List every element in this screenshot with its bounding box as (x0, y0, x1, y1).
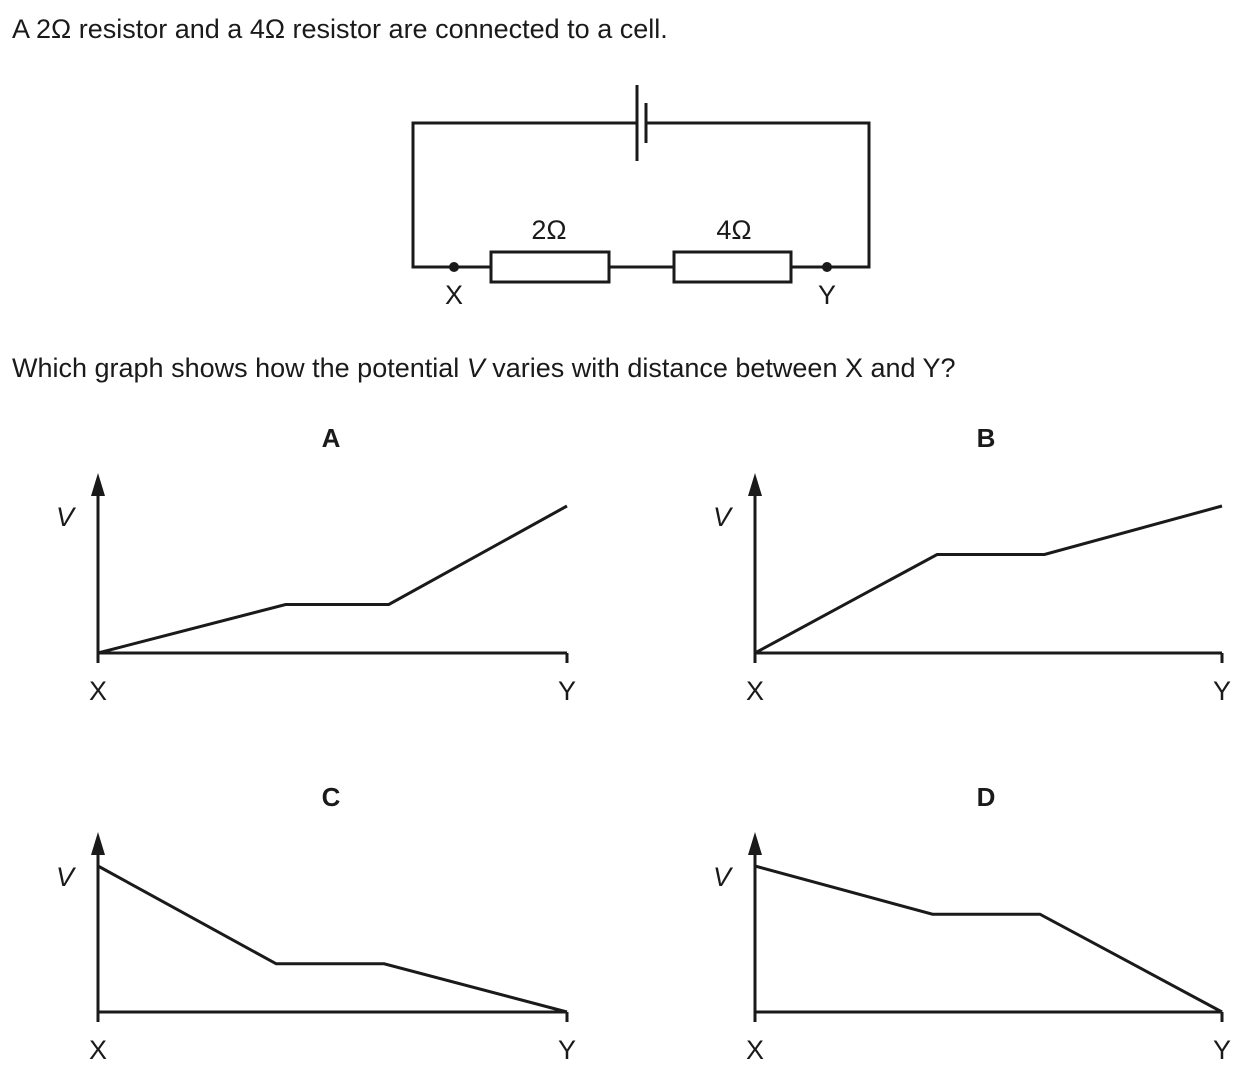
question-variable: V (466, 353, 485, 383)
circuit-wire-top-left (411, 121, 637, 269)
question-suffix: varies with distance between X and Y? (484, 353, 956, 383)
intro-suffix: resistor are connected to a cell. (285, 14, 668, 44)
potential-line (754, 504, 1223, 655)
point-x-dot (449, 262, 459, 272)
graph-d: D V X Y (713, 782, 1231, 1065)
y-axis-arrowhead (91, 473, 105, 496)
x-tick-label-start: X (89, 676, 107, 706)
y-axis-label: V (56, 862, 77, 892)
potential-line (754, 864, 1223, 1014)
graph-b: B V X Y (713, 423, 1231, 706)
x-tick-label-end: Y (558, 676, 576, 706)
graph-option-letter: C (322, 782, 341, 812)
x-tick-label-start: X (746, 1035, 764, 1065)
question-text: Which graph shows how the potential V va… (12, 352, 956, 384)
intro-middle: resistor and a 4 (71, 14, 265, 44)
graph-a: A V X Y (56, 423, 576, 706)
circuit-point-x-label: X (445, 280, 463, 310)
x-tick-label-end: Y (558, 1035, 576, 1065)
x-tick-label-end: Y (1213, 676, 1231, 706)
question-prefix: Which graph shows how the potential (12, 353, 467, 383)
circuit-point-y-label: Y (818, 280, 836, 310)
potential-line (97, 504, 568, 655)
circuit-wire-top-right (646, 121, 871, 269)
y-axis-label: V (56, 502, 77, 532)
potential-line (97, 864, 568, 1014)
y-axis-arrowhead (91, 832, 105, 855)
resistor-4-ohm (672, 250, 793, 284)
ohm-unit-1: Ω (51, 14, 72, 44)
intro-text: A 2Ω resistor and a 4Ω resistor are conn… (12, 13, 668, 45)
y-axis-label: V (713, 502, 734, 532)
intro-prefix: A 2 (12, 14, 52, 44)
resistor-4-ohm-label: 4Ω (716, 215, 751, 245)
circuit-diagram (411, 85, 871, 284)
point-y-dot (822, 262, 832, 272)
graph-c: C V X Y (56, 782, 576, 1065)
graph-option-letter: A (322, 423, 341, 453)
ohm-unit-2: Ω (264, 14, 286, 44)
resistor-2-ohm (489, 250, 611, 284)
resistor-2-ohm-label: 2Ω (531, 215, 566, 245)
x-tick-label-start: X (89, 1035, 107, 1065)
x-tick-label-start: X (746, 676, 764, 706)
y-axis-arrowhead (748, 832, 762, 855)
graph-option-letter: B (977, 423, 996, 453)
x-tick-label-end: Y (1213, 1035, 1231, 1065)
answer-graphs: A V X Y B V X Y C V X Y D V X Y (56, 423, 1231, 1065)
graph-option-letter: D (977, 782, 996, 812)
y-axis-arrowhead (748, 473, 762, 496)
y-axis-label: V (713, 862, 734, 892)
